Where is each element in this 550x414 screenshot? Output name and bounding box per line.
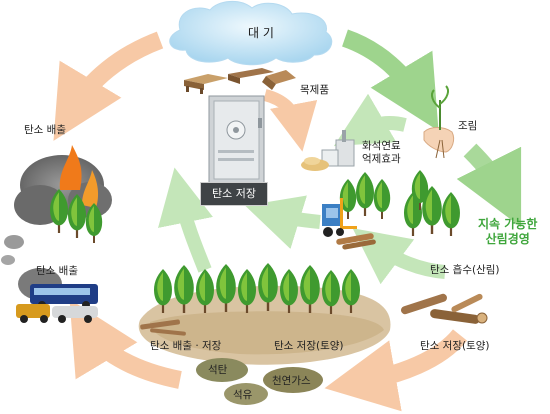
sustainable-forest-label: 지속 가능한 산림경영 <box>478 217 538 246</box>
managed-forest-illustration <box>339 170 461 236</box>
central-forest-illustration <box>138 263 391 365</box>
factory-illustration <box>301 130 355 171</box>
burning-forest-illustration <box>1 145 112 265</box>
green-cycle-arrows <box>341 29 522 228</box>
carbon-storage-soil-right-label: 탄소 저장(토양) <box>420 340 490 352</box>
natural-gas-label: 천연가스 <box>272 375 311 387</box>
atmosphere-label: 대 기 <box>248 26 274 40</box>
wood-products-illustration <box>184 68 296 94</box>
forklift-illustration <box>322 198 376 250</box>
oil-label: 석유 <box>233 389 253 401</box>
logs-illustration <box>400 293 488 324</box>
carbon-storage-label: 탄소 저장 <box>200 182 268 206</box>
fossil-fuels-illustration <box>196 358 323 405</box>
carbon-absorption-label: 탄소 흡수(산림) <box>430 264 500 276</box>
outer-cycle-arrows <box>53 31 468 412</box>
carbon-emission-fire-label: 탄소 배출 <box>24 124 66 136</box>
coal-label: 석탄 <box>208 364 228 376</box>
carbon-emission-vehicles-label: 탄소 배출 <box>36 265 78 277</box>
vehicles-illustration <box>16 268 98 323</box>
afforestation-label: 조림 <box>458 120 478 132</box>
inner-cycle-arrows <box>158 93 446 285</box>
vault-illustration <box>208 95 265 185</box>
carbon-emission-storage-label: 탄소 배출 · 저장 <box>150 340 222 352</box>
seedling-illustration <box>423 85 455 159</box>
carbon-storage-soil-center-label: 탄소 저장(토양) <box>274 340 344 352</box>
wood-products-label: 목제품 <box>300 84 329 96</box>
fossil-substitution-label: 화석연료 억제효과 <box>362 140 401 166</box>
atmosphere-cloud <box>169 1 333 66</box>
